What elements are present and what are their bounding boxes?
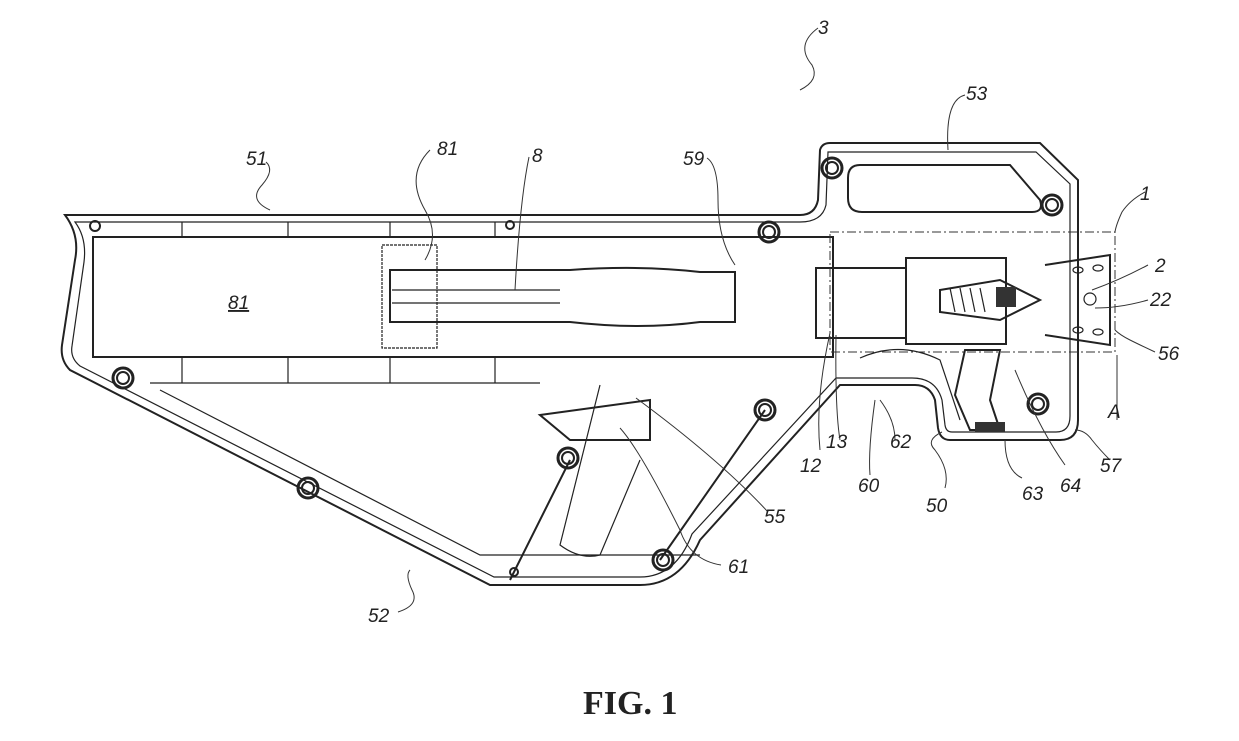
label-55: 55 — [764, 507, 786, 528]
battery-compartment — [92, 236, 834, 358]
handle-opening — [847, 164, 1042, 213]
label-53: 53 — [966, 84, 988, 105]
label-81-upper: 81 — [437, 139, 458, 160]
screws — [89, 156, 1064, 577]
housing-outline — [60, 142, 1079, 586]
label-61: 61 — [728, 557, 749, 578]
top-ribs — [150, 222, 540, 384]
label-3: 3 — [818, 18, 829, 39]
label-13: 13 — [826, 432, 848, 453]
label-A: A — [1107, 402, 1121, 423]
figure-caption: FIG. 1 — [583, 685, 677, 722]
label-60: 60 — [858, 476, 880, 497]
label-8: 8 — [532, 146, 543, 167]
tube-8 — [389, 266, 736, 327]
label-62: 62 — [890, 432, 912, 453]
label-52: 52 — [368, 606, 390, 627]
nozzle-assembly — [815, 253, 1111, 347]
label-59: 59 — [683, 149, 705, 170]
reference-labels: 3 53 51 81 8 59 1 2 22 56 A 57 64 63 50 … — [228, 18, 1180, 722]
label-50: 50 — [926, 496, 948, 517]
label-12: 12 — [800, 456, 822, 477]
label-57: 57 — [1100, 456, 1123, 477]
label-81-main: 81 — [228, 293, 249, 314]
label-2: 2 — [1154, 256, 1166, 277]
region-1-outline — [829, 231, 1116, 353]
label-63: 63 — [1022, 484, 1044, 505]
label-22: 22 — [1149, 290, 1172, 311]
label-56: 56 — [1158, 344, 1180, 365]
label-64: 64 — [1060, 476, 1081, 497]
connector-box — [381, 244, 438, 349]
label-1: 1 — [1140, 184, 1151, 205]
trigger-assembly — [859, 348, 1005, 432]
leader-lines — [256, 27, 1156, 613]
grip-assembly — [159, 384, 766, 581]
label-51: 51 — [246, 149, 267, 170]
